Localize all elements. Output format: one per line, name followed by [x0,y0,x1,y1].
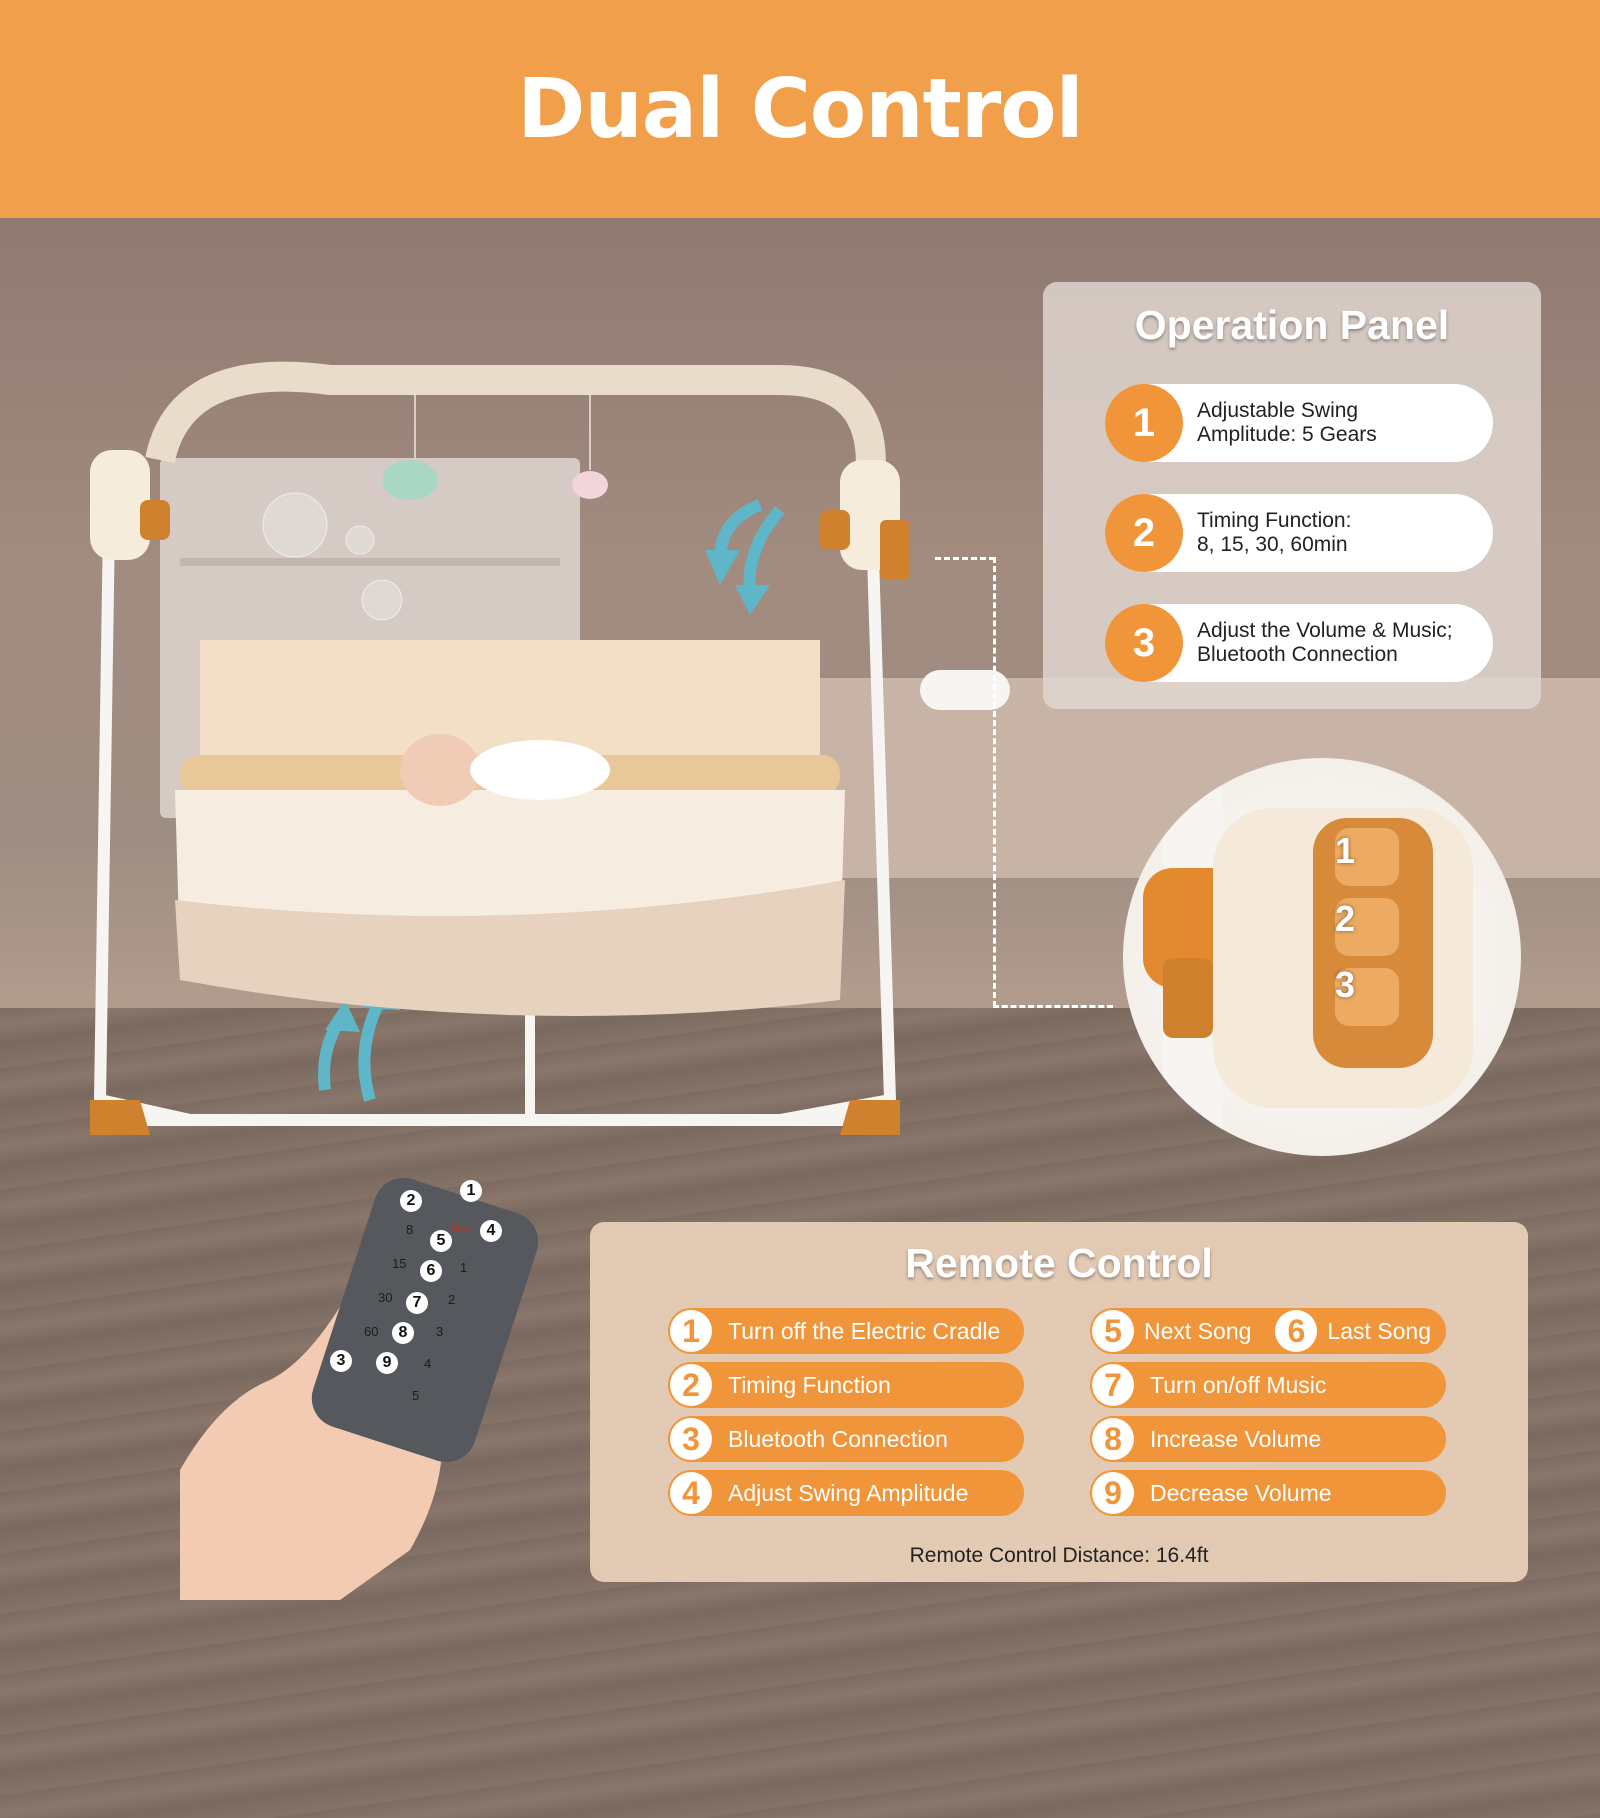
closeup-number-1: 1 [1335,830,1356,871]
operation-item-1: 1 Adjustable Swing Amplitude: 5 Gears [1105,384,1493,462]
closeup-number-3: 3 [1335,964,1356,1005]
remote-item-9: 9 Decrease Volume [1090,1470,1446,1516]
remote-button-label: 2 [448,1292,456,1307]
remote-item-4: 4 Adjust Swing Amplitude [668,1470,1024,1516]
header-banner: Dual Control [0,0,1600,218]
remote-item-number: 6 [1275,1310,1318,1352]
remote-item-number: 1 [670,1310,712,1352]
remote-callout-number: 6 [420,1260,442,1282]
remote-callout-number: 4 [480,1220,502,1242]
connector-line-vertical [993,557,996,1007]
operation-item-line2: 8, 15, 30, 60min [1197,533,1348,556]
remote-item-number: 9 [1092,1472,1134,1514]
operation-item-line2: Bluetooth Connection [1197,643,1398,666]
remote-item-label: Adjust Swing Amplitude [728,1479,969,1506]
remote-item-label: Decrease Volume [1150,1479,1332,1506]
remote-item-label: Next Song [1144,1317,1252,1344]
remote-callout-number: 5 [430,1230,452,1252]
page-title: Dual Control [517,61,1083,157]
remote-item-7: 7 Turn on/off Music [1090,1362,1446,1408]
remote-button-label: 60 [364,1324,379,1339]
remote-item-2: 2 Timing Function [668,1362,1024,1408]
operation-item-3: 3 Adjust the Volume & Music; Bluetooth C… [1105,604,1493,682]
remote-control-panel: Remote Control 1 Turn off the Electric C… [590,1222,1528,1582]
operation-item-line1: Adjustable Swing [1197,399,1359,422]
cradle-illustration [80,360,1080,1160]
remote-item-label: Turn off the Electric Cradle [728,1317,1001,1344]
remote-button-label: 4 [424,1356,432,1371]
remote-item-5-6: 5 Next Song 6 Last Song [1090,1308,1446,1354]
foot-left [90,1100,150,1135]
operation-item-line1: Adjust the Volume & Music; [1197,619,1453,642]
remote-button-label: 5 [412,1388,420,1403]
operation-item-text: Timing Function: 8, 15, 30, 60min [1183,509,1351,557]
remote-callout-number: 9 [376,1352,398,1374]
operation-item-number: 2 [1105,494,1183,572]
remote-callout-number: 3 [330,1350,352,1372]
remote-item-8: 8 Increase Volume [1090,1416,1446,1462]
operation-item-text: Adjustable Swing Amplitude: 5 Gears [1183,399,1377,447]
remote-item-label: Last Song [1327,1317,1431,1344]
operation-panel-title: Operation Panel [1134,302,1450,348]
remote-item-number: 8 [1092,1418,1134,1460]
remote-item-1: 1 Turn off the Electric Cradle [668,1308,1024,1354]
remote-callout-number: 7 [406,1292,428,1314]
remote-item-label: Timing Function [728,1371,891,1398]
operation-item-line1: Timing Function: [1197,509,1352,532]
remote-button-label: 3 [436,1324,444,1339]
remote-item-3: 3 Bluetooth Connection [668,1416,1024,1462]
operation-item-text: Adjust the Volume & Music; Bluetooth Con… [1183,619,1453,667]
remote-item-number: 4 [670,1472,712,1514]
operation-panel: Operation Panel 1 Adjustable Swing Ampli… [1043,282,1541,709]
remote-item-number: 5 [1092,1310,1134,1352]
remote-item-number: 2 [670,1364,712,1406]
remote-stop-label: Stop [450,1222,473,1234]
remote-panel-title: Remote Control [905,1240,1213,1286]
remote-distance-note: Remote Control Distance: 16.4ft [909,1544,1209,1567]
foot-right [840,1100,900,1135]
remote-button-label: 8 [406,1222,414,1237]
remote-callout-number: 2 [400,1190,422,1212]
remote-button-label: 30 [378,1290,393,1305]
connector-line-bottom [993,1005,1113,1008]
remote-item-label: Turn on/off Music [1150,1371,1327,1398]
remote-button-label: 1 [460,1260,468,1275]
remote-button-label: 15 [392,1256,407,1271]
closeup-number-2: 2 [1335,898,1356,939]
operation-item-number: 1 [1105,384,1183,462]
operation-item-number: 3 [1105,604,1183,682]
remote-item-number: 3 [670,1418,712,1460]
operation-item-line2: Amplitude: 5 Gears [1197,423,1377,446]
remote-item-label: Increase Volume [1150,1425,1322,1452]
remote-item-label: Bluetooth Connection [728,1425,948,1452]
remote-item-number: 7 [1092,1364,1134,1406]
control-panel-closeup: 1 2 3 [1123,758,1521,1156]
connector-line-top [935,557,995,560]
operation-item-2: 2 Timing Function: 8, 15, 30, 60min [1105,494,1493,572]
remote-callout-number: 8 [392,1322,414,1344]
remote-callout-number: 1 [460,1180,482,1202]
